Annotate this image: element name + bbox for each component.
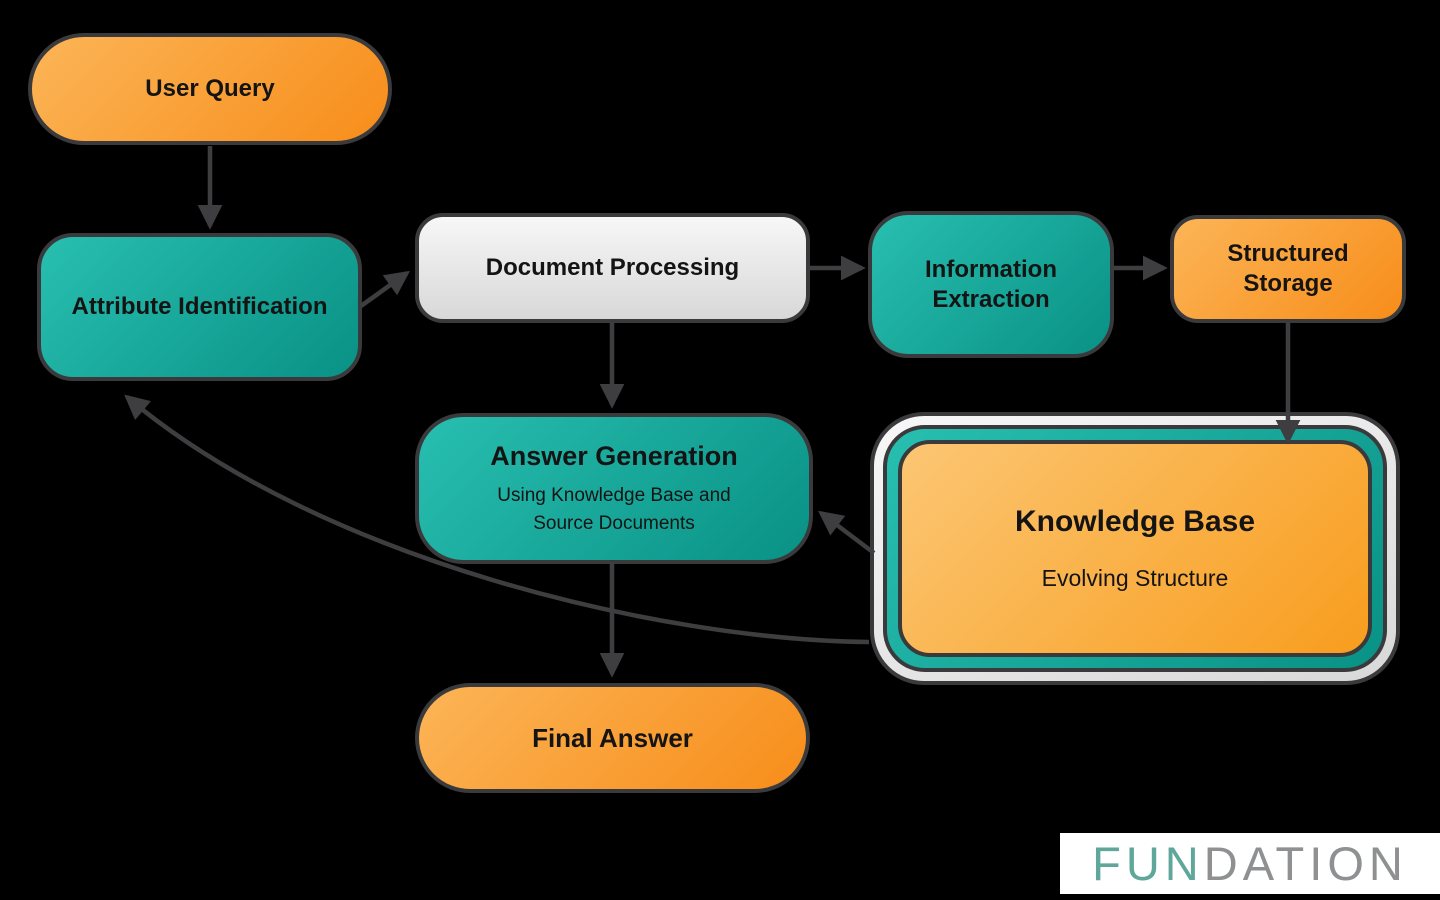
node-answer-generation: Answer Generation Using Knowledge Base a…	[415, 413, 813, 564]
edge-knowledge-base-to-answer-generation	[818, 510, 876, 555]
final-answer-label: Final Answer	[532, 722, 693, 753]
knowledge-base-teal-ring: Knowledge Base Evolving Structure	[883, 425, 1387, 672]
logo-text-fun: FUN	[1092, 837, 1204, 890]
knowledge-base-inner: Knowledge Base Evolving Structure	[898, 440, 1372, 657]
edge-attribute-identification-to-document-processing	[359, 270, 411, 308]
answer-generation-subtitle: Using Knowledge Base and Source Document…	[497, 485, 731, 534]
document-processing-label: Document Processing	[485, 254, 740, 281]
node-information-extraction: Information Extraction	[868, 211, 1114, 358]
node-structured-storage: Structured Storage	[1170, 215, 1406, 323]
answer-generation-title: Answer Generation	[490, 440, 738, 471]
node-knowledge-base: Knowledge Base Evolving Structure	[870, 412, 1400, 685]
attribute-identification-label: Attribute Identification	[71, 293, 328, 320]
structured-storage-label: Structured Storage	[1227, 240, 1349, 297]
node-final-answer: Final Answer	[415, 683, 810, 793]
node-user-query: User Query	[28, 33, 392, 145]
node-attribute-identification: Attribute Identification	[37, 233, 362, 381]
knowledge-base-title: Knowledge Base	[1014, 505, 1256, 538]
logo-text-dation: DATION	[1203, 837, 1408, 890]
information-extraction-label: Information Extraction	[925, 255, 1057, 313]
knowledge-base-subtitle: Evolving Structure	[1041, 565, 1229, 591]
node-document-processing: Document Processing	[415, 213, 810, 323]
user-query-label: User Query	[145, 75, 275, 102]
